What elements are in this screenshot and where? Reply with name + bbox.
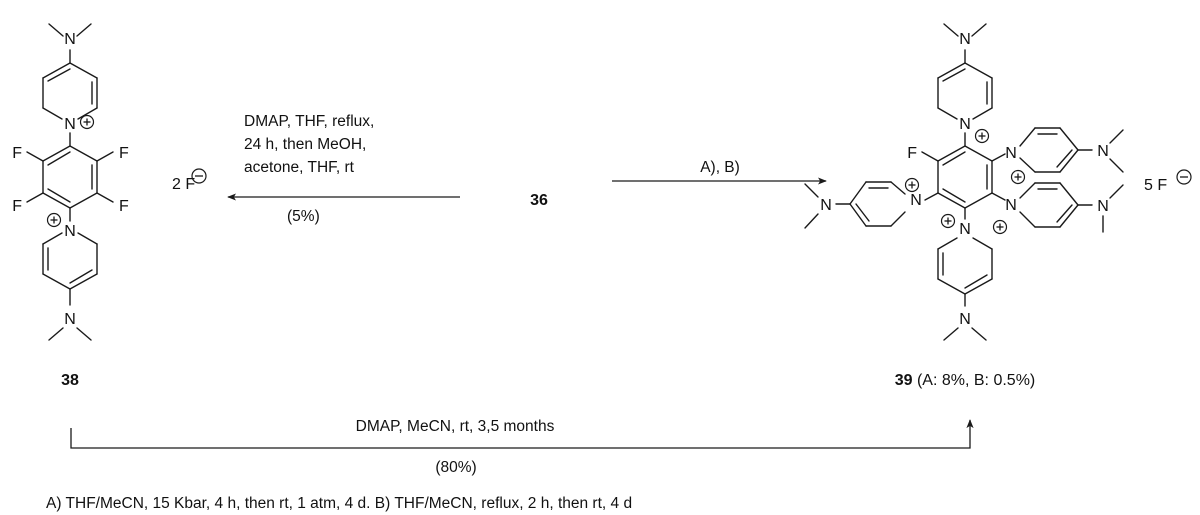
atom-n-pyridinium-top-38: N: [64, 116, 76, 133]
compound-label-36: 36: [530, 192, 548, 209]
compound-label-38: 38: [61, 372, 79, 389]
atom-f-38-lr: F: [119, 198, 129, 215]
compound-38-structure: N N F F F F: [12, 23, 129, 341]
atom-n-nme2-top-39: N: [959, 31, 971, 48]
counterion-left: 2 F: [172, 176, 195, 193]
plus-charge-icon: [940, 213, 956, 229]
atom-n-pyridinium-bottom-39: N: [959, 221, 971, 238]
atom-n-pyridinium-top-39: N: [959, 116, 971, 133]
counterion-right: 5 F: [1144, 177, 1167, 194]
atom-f-39: F: [907, 145, 917, 162]
atom-n-nme2-top-38: N: [64, 31, 76, 48]
plus-charge-icon: [992, 219, 1008, 235]
bottom-conditions: DMAP, MeCN, rt, 3,5 months: [356, 418, 555, 435]
plus-charge-icon: [46, 212, 62, 228]
plus-charge-icon: [79, 114, 95, 130]
atom-n-pyridinium-left-39: N: [910, 192, 922, 209]
minus-charge-icon: [191, 168, 207, 184]
compound-39-structure: N N F N: [804, 23, 1124, 341]
footnote: A) THF/MeCN, 15 Kbar, 4 h, then rt, 1 at…: [46, 495, 632, 512]
atom-f-38-ll: F: [12, 198, 22, 215]
atom-n-nme2-ur-39: N: [1097, 143, 1109, 160]
atom-n-nme2-bottom-39: N: [959, 311, 971, 328]
atom-f-38-ur: F: [119, 145, 129, 162]
atom-n-pyridinium-ur-39: N: [1005, 145, 1017, 162]
atom-n-nme2-lr-39: N: [1097, 198, 1109, 215]
plus-charge-icon: [974, 128, 990, 144]
left-condition-line-3: acetone, THF, rt: [244, 159, 355, 176]
right-conditions: A), B): [700, 159, 740, 176]
atom-n-pyridinium-bottom-38: N: [64, 223, 76, 240]
plus-charge-icon: [904, 177, 920, 193]
plus-charge-icon: [1010, 169, 1026, 185]
left-yield: (5%): [287, 208, 320, 225]
minus-charge-icon: [1176, 169, 1192, 185]
compound-number-39: 39: [895, 372, 913, 389]
atom-n-nme2-left-39: N: [820, 197, 832, 214]
left-condition-line-1: DMAP, THF, reflux,: [244, 113, 374, 130]
atom-f-38-ul: F: [12, 145, 22, 162]
left-condition-line-2: 24 h, then MeOH,: [244, 136, 366, 153]
compound-39-yields: (A: 8%, B: 0.5%): [913, 372, 1036, 389]
bottom-yield: (80%): [435, 459, 476, 476]
atom-n-nme2-bottom-38: N: [64, 311, 76, 328]
arrow-38-to-39: [70, 419, 974, 449]
compound-label-39: 39 (A: 8%, B: 0.5%): [895, 372, 1036, 389]
atom-n-pyridinium-lr-39: N: [1005, 197, 1017, 214]
